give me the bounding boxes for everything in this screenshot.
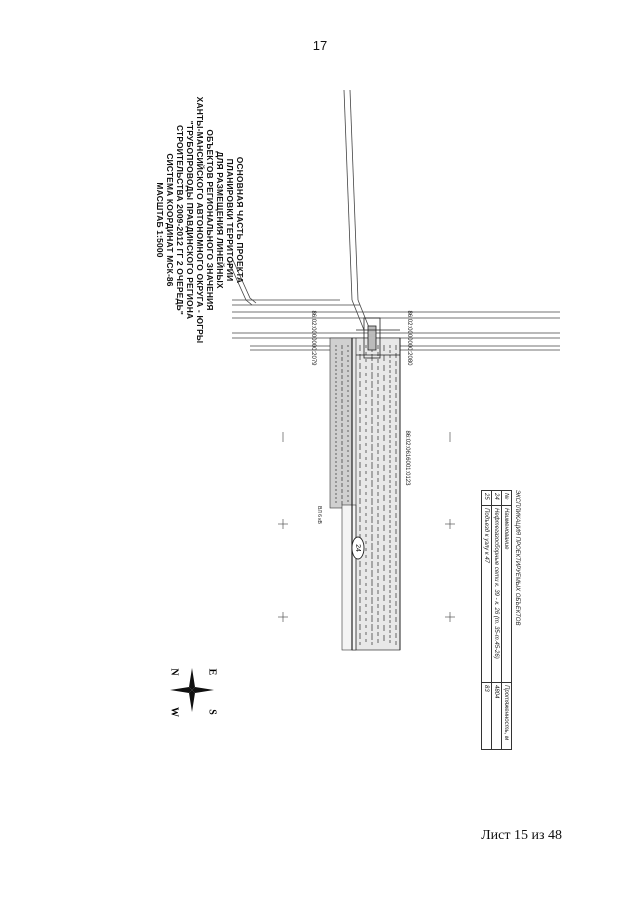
legend-header: Протяженность, м [501, 682, 512, 750]
compass-rose-icon: N E W S [169, 668, 218, 717]
legend-grid: № Наименование Протяженность, м 24 Нефте… [481, 490, 512, 750]
title-line: ПЛАНИРОВКИ ТЕРРИТОРИИ [225, 158, 235, 282]
title-line: ХАНТЫ-МАНСИЙСКОГО АВТОНОМНОГО ОКРУГА - Ю… [195, 96, 205, 344]
title-line: ОБЪЕКТОВ РЕГИОНАЛЬНОГО ЗНАЧЕНИЯ [205, 129, 215, 311]
parcel-label-top-right: 86:02:0000000:2080 [406, 310, 412, 366]
title-line: СТРОИТЕЛЬСТВА 2009-2012 ГГ 2 ОЧЕРЕДЬ" [175, 124, 185, 315]
legend-header: № [501, 490, 512, 506]
road-lines [227, 89, 560, 351]
legend-table: ЭКСПЛИКАЦИЯ ПРОЕКТИРУЕМЫХ ОБЪЕКТОВ № Наи… [476, 490, 520, 750]
legend-cell: 24 [491, 490, 502, 506]
legend-cell: 25 [481, 490, 492, 506]
legend-title: ЭКСПЛИКАЦИЯ ПРОЕКТИРУЕМЫХ ОБЪЕКТОВ [514, 490, 520, 626]
page-number: 17 [312, 38, 328, 53]
title-line: ДЛЯ РАЗМЕЩЕНИЯ ЛИНЕЙНЫХ [215, 151, 225, 289]
legend-row: 24 Нефтегазосборные сети к. 39 - к. 26 (… [491, 490, 502, 750]
title-line: МАСШТАБ 1:5000 [155, 182, 165, 258]
legend-header-row: № Наименование Протяженность, м [501, 490, 512, 750]
parcel-label-top: 86:02:0000000:2079 [310, 310, 316, 366]
parcel-label-corridor: 86:02:0616001:0123 [404, 430, 410, 486]
grid-crosses [278, 432, 455, 622]
crossing-node [356, 317, 400, 359]
legend-cell: 4804 [491, 682, 502, 750]
compass-e: E [207, 669, 218, 676]
sheet-label: Лист 15 из 48 [481, 828, 562, 843]
title-line: СИСТЕМА КООРДИНАТ МСК-86 [165, 153, 175, 287]
legend-cell: Нефтегазосборные сети к. 39 - к. 26 (т. … [491, 505, 502, 683]
corridor-band [329, 337, 401, 651]
legend-cell: 83 [481, 682, 492, 750]
title-line: "ТРУБОПРОВОДЫ ПРАВДИНСКОГО РЕГИОНА [185, 120, 195, 320]
title-line: ОСНОВНАЯ ЧАСТЬ ПРОЕКТА [235, 156, 245, 284]
compass-w: W [169, 707, 180, 717]
compass-n: N [169, 668, 180, 676]
compass-s: S [207, 709, 218, 715]
map-title-block: ОСНОВНАЯ ЧАСТЬ ПРОЕКТА ПЛАНИРОВКИ ТЕРРИТ… [155, 90, 245, 350]
small-note: ВЛ 6 кВ [316, 506, 322, 524]
object-marker-24: 24 [351, 536, 365, 560]
legend-row: 25 Подъезд к узлу к 47 83 [481, 490, 492, 750]
legend-header: Наименование [501, 505, 512, 683]
legend-cell: Подъезд к узлу к 47 [481, 505, 492, 683]
marker-label: 24 [354, 544, 361, 552]
